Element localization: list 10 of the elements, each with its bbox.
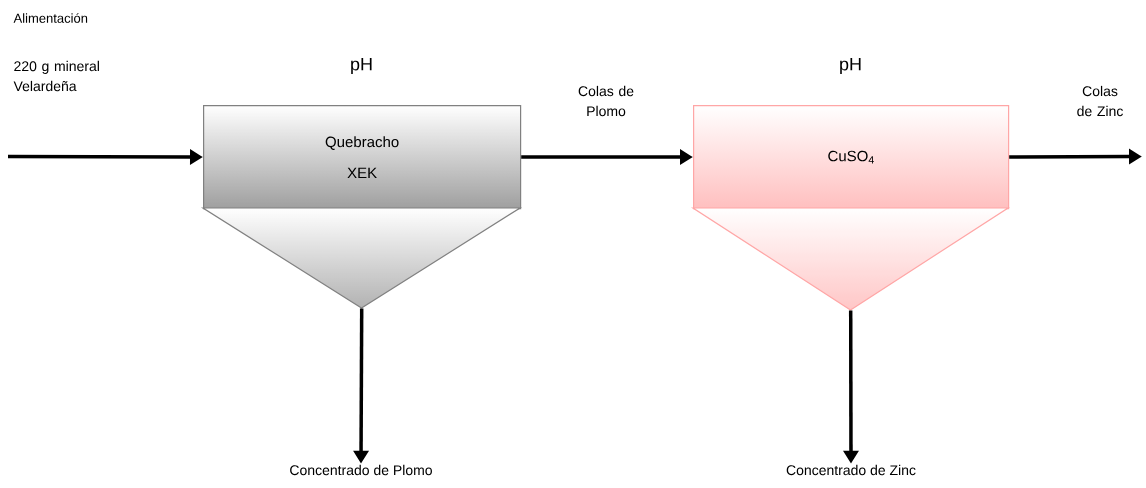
ph-label: pH: [840, 57, 861, 75]
flotation-cell: CuSO$_{4}$: [693, 105, 1010, 210]
edge-label: Colas de Zinc: [1077, 85, 1123, 117]
edge-label: 220 g mineral Velardeña: [13, 60, 99, 92]
edge-label: Colas de Plomo: [578, 85, 634, 117]
flotation-cell: Quebracho XEK: [203, 105, 522, 210]
product-label: Concentrado de Plomo: [290, 464, 432, 476]
product-label: Concentrado de Zinc: [786, 464, 916, 476]
feed-label: Alimentación: [13, 13, 88, 23]
ph-label: pH: [351, 57, 372, 75]
